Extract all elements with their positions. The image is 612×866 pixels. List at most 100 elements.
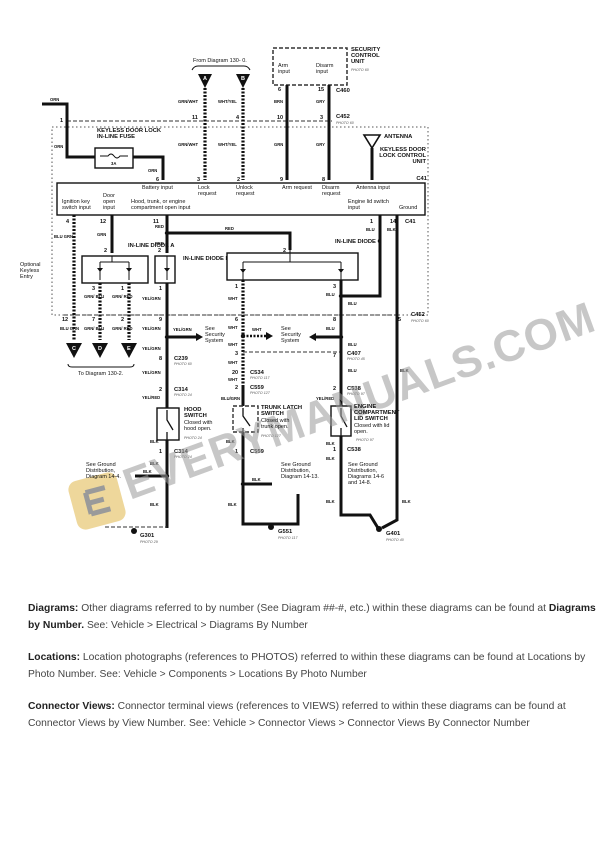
svg-text:1: 1 — [370, 219, 373, 225]
svg-text:ORN: ORN — [50, 97, 59, 102]
svg-text:BLK: BLK — [150, 502, 159, 507]
svg-text:GRN/WHT: GRN/WHT — [178, 99, 198, 104]
svg-text:G301: G301 — [140, 533, 155, 539]
svg-text:IN-LINE DIODE C: IN-LINE DIODE C — [335, 239, 383, 245]
trunk-switch-desc: Closed with trunk open. — [261, 418, 290, 430]
svg-text:C538: C538 — [347, 447, 362, 453]
svg-text:1: 1 — [60, 118, 63, 124]
svg-text:YEL/GRN: YEL/GRN — [142, 326, 161, 331]
svg-text:4: 4 — [236, 115, 240, 121]
fuse-title: KEYLESS DOOR LOCK IN-LINE FUSE — [97, 128, 162, 140]
svg-text:9: 9 — [280, 177, 283, 183]
svg-text:BLU: BLU — [366, 227, 375, 232]
svg-text:GRN/ BLU: GRN/ BLU — [84, 294, 104, 299]
wire-blu-grn-trunk — [241, 385, 300, 526]
svg-text:BLK: BLK — [226, 439, 235, 444]
svg-text:WHT/YEL: WHT/YEL — [218, 99, 237, 104]
wire-orn-2 — [133, 155, 165, 180]
see-security-system-2: See Security System — [281, 326, 301, 344]
switch-icon — [166, 410, 174, 440]
svg-text:11: 11 — [192, 115, 198, 121]
ground-ref-3: See Ground Distribution, Diagrams 14-6 a… — [348, 462, 385, 486]
trunk-latch-switch — [232, 405, 259, 433]
hood-switch-desc: Closed with hood open. — [184, 420, 213, 432]
svg-text:WHT/YEL: WHT/YEL — [218, 142, 237, 147]
svg-text:C41: C41 — [405, 219, 416, 225]
diagram-labels: SECURITY CONTROL UNIT Arm input Disarm i… — [20, 47, 426, 486]
ground-ref-1: See Ground Distribution, Diagram 14-4. — [86, 462, 121, 480]
svg-text:YEL/GRN: YEL/GRN — [173, 327, 192, 332]
ground-ref-2: See Ground Distribution, Diagram 14-13. — [281, 462, 319, 480]
wire-red-2 — [167, 231, 292, 250]
svg-text:PHOTO 127: PHOTO 127 — [261, 434, 282, 438]
svg-text:WHT: WHT — [228, 296, 238, 301]
svg-text:IN-LINE DIODE B: IN-LINE DIODE B — [183, 256, 230, 262]
svg-text:BLK: BLK — [402, 499, 411, 504]
svg-text:1: 1 — [235, 284, 238, 290]
svg-text:2: 2 — [158, 248, 161, 254]
brace — [191, 65, 251, 71]
svg-text:2: 2 — [283, 248, 286, 254]
in-line-diode-b — [154, 255, 176, 284]
hood-switch — [156, 407, 180, 441]
svg-text:15: 15 — [318, 87, 324, 93]
svg-text:IN-LINE DIODE A: IN-LINE DIODE A — [128, 243, 175, 249]
ground-label: Ground — [399, 205, 418, 211]
svg-text:RED: RED — [155, 224, 164, 229]
svg-text:3A: 3A — [111, 161, 116, 166]
svg-text:3: 3 — [197, 177, 200, 183]
svg-text:BRN: BRN — [274, 99, 283, 104]
trunk-switch-title: TRUNK LATCH SWITCH — [261, 405, 303, 417]
svg-text:WHT: WHT — [228, 342, 238, 347]
svg-text:WHT: WHT — [228, 377, 238, 382]
svg-text:C452: C452 — [411, 312, 425, 318]
svg-text:ANTENNA: ANTENNA — [384, 134, 413, 140]
diode-icon — [97, 268, 132, 272]
note-locations: Locations: Location photographs (referen… — [28, 652, 586, 680]
svg-text:PHOTO 97: PHOTO 97 — [347, 392, 366, 396]
svg-text:BLK: BLK — [326, 499, 335, 504]
svg-text:GRN/ RED: GRN/ RED — [112, 294, 132, 299]
wire-orn — [42, 102, 95, 159]
svg-text:PHOTO 24: PHOTO 24 — [184, 436, 202, 440]
svg-text:YEL/RED: YEL/RED — [316, 396, 334, 401]
door-open-input-label: Door open input — [103, 193, 116, 211]
svg-text:WHT: WHT — [228, 325, 238, 330]
arm-request-label: Arm request — [282, 185, 312, 191]
svg-text:YEL/GRN: YEL/GRN — [142, 370, 161, 375]
svg-text:1: 1 — [121, 286, 124, 292]
svg-text:RED: RED — [225, 226, 234, 231]
connector-c — [66, 343, 82, 358]
connector-a — [198, 74, 212, 88]
svg-text:WHT: WHT — [228, 360, 238, 365]
connector-b — [236, 74, 250, 88]
svg-text:8: 8 — [159, 356, 162, 362]
svg-text:BLK: BLK — [252, 477, 261, 482]
svg-text:2: 2 — [333, 386, 336, 392]
svg-text:6: 6 — [278, 87, 281, 93]
hood-switch-title: HOOD SWITCH — [184, 407, 207, 419]
svg-text:YEL/RED: YEL/RED — [142, 395, 160, 400]
svg-text:2: 2 — [159, 387, 162, 393]
optional-keyless-label: Optional Keyless Entry — [20, 262, 41, 280]
svg-text:BLK: BLK — [326, 441, 335, 446]
svg-text:1: 1 — [159, 286, 162, 292]
svg-text:2: 2 — [121, 317, 124, 323]
svg-text:7: 7 — [333, 353, 336, 359]
svg-text:11: 11 — [153, 219, 159, 225]
svg-text:C239: C239 — [174, 356, 189, 362]
svg-text:7: 7 — [92, 317, 95, 323]
svg-text:10: 10 — [277, 115, 283, 121]
engine-switch-title: ENGINE COMPARTMENT LID SWITCH — [354, 404, 400, 422]
svg-text:GRN/ BLU: GRN/ BLU — [84, 326, 104, 331]
svg-text:PHOTO 97: PHOTO 97 — [356, 438, 375, 442]
svg-text:G551: G551 — [278, 529, 293, 535]
svg-text:BLK: BLK — [400, 368, 409, 373]
svg-text:BLK: BLK — [143, 469, 152, 474]
svg-text:YEL/GRN: YEL/GRN — [142, 346, 161, 351]
wire-blk-ground — [381, 215, 399, 530]
svg-text:3: 3 — [92, 286, 95, 292]
svg-text:C559: C559 — [250, 449, 265, 455]
svg-text:PHOTO 117: PHOTO 117 — [250, 376, 270, 380]
svg-text:8: 8 — [322, 177, 325, 183]
